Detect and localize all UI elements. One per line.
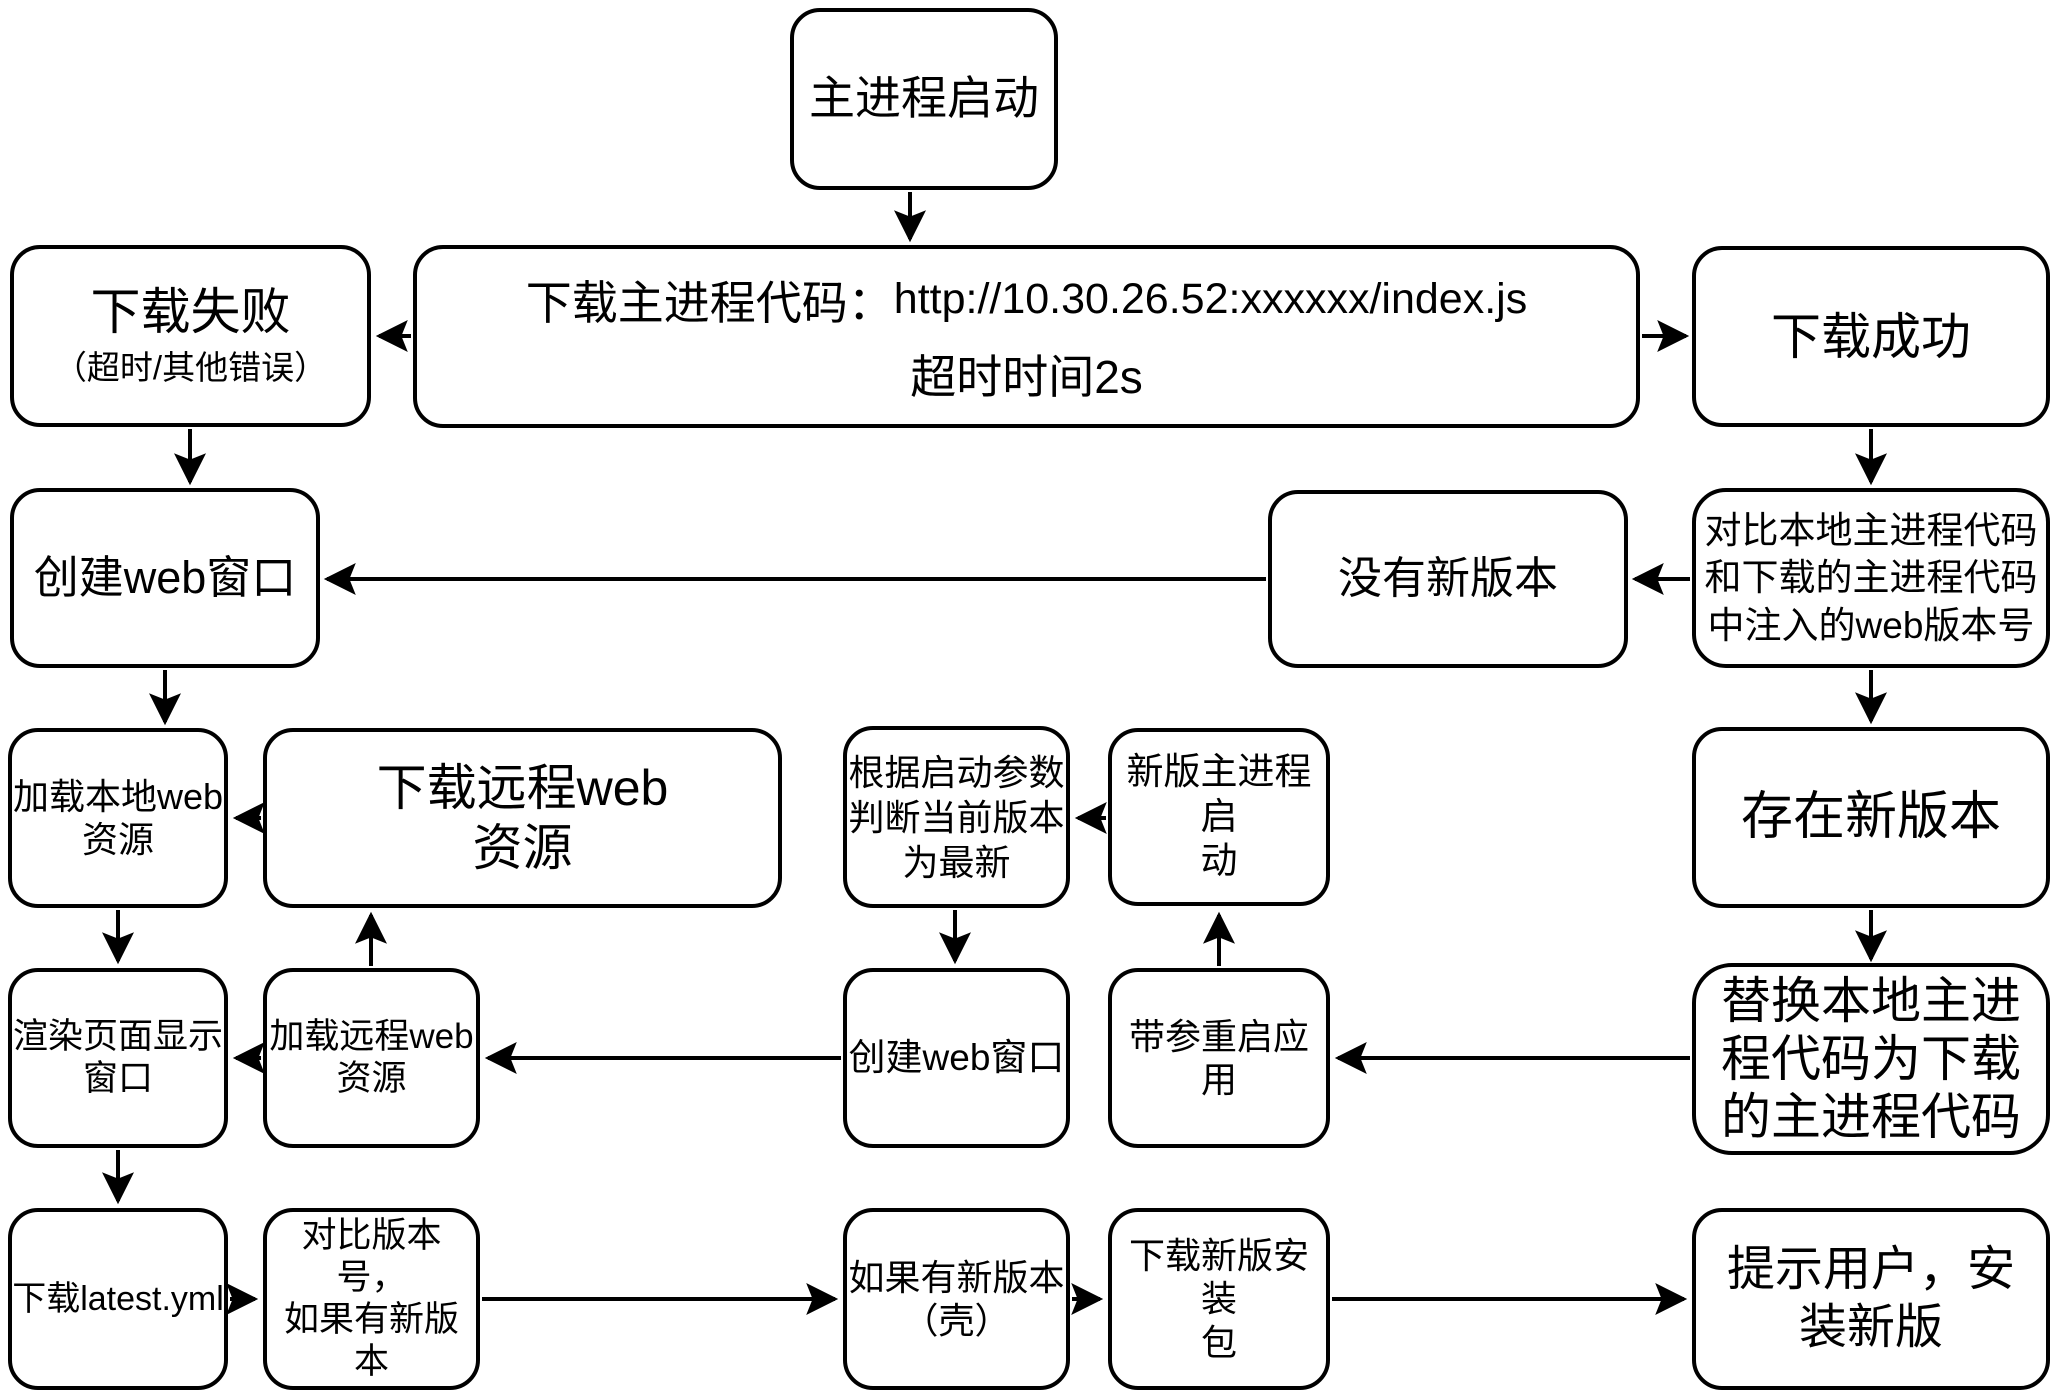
node-label: 下载latest.yml — [12, 1279, 224, 1318]
node-label: 如果有新版本 （壳） — [848, 1256, 1065, 1341]
node-label: 加载远程web 资源 — [269, 1017, 474, 1098]
download-timeout: 超时时间2s — [910, 350, 1143, 403]
node-label: 渲染页面显示 窗口 — [12, 1017, 223, 1098]
node-label: 下载远程web 资源 — [376, 760, 669, 876]
node-download-latest-yml: 下载latest.yml — [8, 1208, 228, 1390]
node-label: 创建web窗口 — [848, 1036, 1065, 1078]
node-compare-version-number: 对比版本号， 如果有新版本 — [263, 1208, 480, 1390]
node-label: 创建web窗口 — [33, 552, 297, 603]
node-label: 存在新版本 — [1740, 788, 2001, 847]
node-load-local-web: 加载本地web 资源 — [8, 728, 228, 908]
node-label: 主进程启动 — [809, 72, 1039, 125]
node-new-version-shell: 如果有新版本 （壳） — [843, 1208, 1070, 1390]
node-label: 带参重启应用 — [1128, 1015, 1309, 1100]
node-judge-latest-by-args: 根据启动参数 判断当前版本 为最新 — [843, 726, 1070, 908]
node-label: 提示用户，安 装新版 — [1726, 1243, 2015, 1354]
node-replace-local-code: 替换本地主进 程代码为下载 的主进程代码 — [1692, 963, 2050, 1155]
node-download-fail: 下载失败 （超时/其他错误） — [10, 245, 371, 427]
node-download-remote-web: 下载远程web 资源 — [263, 728, 782, 908]
node-restart-with-args: 带参重启应用 — [1108, 968, 1330, 1148]
node-label: 没有新版本 — [1338, 553, 1558, 603]
download-url-line: 下载主进程代码：http://10.30.26.52:xxxxxx/index.… — [526, 267, 1527, 333]
node-label: 替换本地主进 程代码为下载 的主进程代码 — [1721, 973, 2021, 1145]
node-label: 下载新版安装 包 — [1128, 1235, 1309, 1363]
download-url: http://10.30.26.52:xxxxxx/index.js — [893, 275, 1528, 323]
node-has-new-version: 存在新版本 — [1692, 727, 2050, 908]
node-label: 根据启动参数 判断当前版本 为最新 — [848, 751, 1065, 883]
node-subtitle: （超时/其他错误） — [53, 348, 328, 386]
node-create-web-window-1: 创建web窗口 — [10, 488, 320, 668]
node-no-new-version: 没有新版本 — [1268, 490, 1628, 668]
node-prompt-user-install: 提示用户，安 装新版 — [1692, 1208, 2050, 1390]
node-create-web-window-2: 创建web窗口 — [843, 968, 1070, 1148]
node-main-start: 主进程启动 — [790, 8, 1058, 190]
node-compare-injected-version: 对比本地主进程代码 和下载的主进程代码 中注入的web版本号 — [1692, 488, 2050, 668]
node-label: 对比版本号， 如果有新版本 — [283, 1216, 459, 1381]
node-load-remote-web: 加载远程web 资源 — [263, 968, 480, 1148]
node-download-installer: 下载新版安装 包 — [1108, 1208, 1330, 1390]
node-label: 对比本地主进程代码 和下载的主进程代码 中注入的web版本号 — [1704, 509, 2038, 646]
node-label: 下载成功 — [1771, 308, 1971, 365]
node-label: 新版主进程启 动 — [1126, 751, 1312, 882]
node-download-main: 下载主进程代码：http://10.30.26.52:xxxxxx/index.… — [413, 245, 1640, 428]
node-title: 下载失败 — [90, 283, 291, 340]
node-render-page-window: 渲染页面显示 窗口 — [8, 968, 228, 1148]
download-label: 下载主进程代码： — [525, 276, 894, 329]
node-download-success: 下载成功 — [1692, 246, 2050, 427]
node-new-main-start: 新版主进程启 动 — [1108, 728, 1330, 906]
node-label: 加载本地web 资源 — [12, 775, 224, 860]
